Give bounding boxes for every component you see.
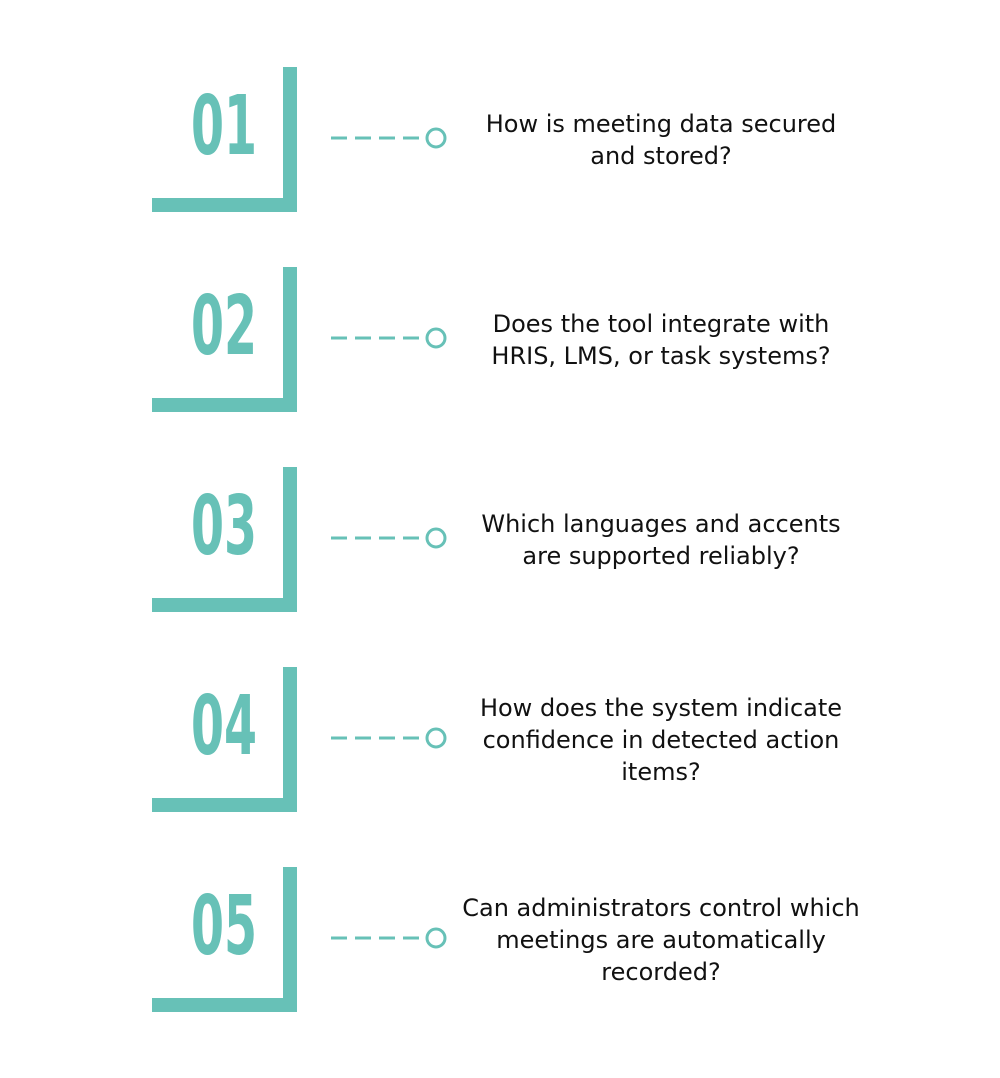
step-2: 02 Does the tool integrate with HRIS, LM… xyxy=(0,267,1000,412)
step-number-text: 04 xyxy=(191,679,257,774)
question-text: How does the system indicate confidence … xyxy=(479,693,843,786)
step-number: 04 xyxy=(191,679,257,774)
question-text: Can administrators control which meeting… xyxy=(462,893,860,986)
question-box: Can administrators control which meeting… xyxy=(461,867,861,1012)
step-number: 01 xyxy=(191,79,257,174)
step-bracket: 04 xyxy=(152,667,297,812)
step-4: 04 How does the system indicate confiden… xyxy=(0,667,1000,812)
step-bracket: 01 xyxy=(152,67,297,212)
bracket-horizontal-bar xyxy=(152,798,297,812)
bracket-vertical-bar xyxy=(283,667,297,812)
dashed-connector xyxy=(331,127,447,149)
step-number-text: 02 xyxy=(191,279,257,374)
bracket-vertical-bar xyxy=(283,67,297,212)
step-number: 02 xyxy=(191,279,257,374)
step-bracket: 02 xyxy=(152,267,297,412)
bracket-horizontal-bar xyxy=(152,198,297,212)
dashed-connector xyxy=(331,727,447,749)
step-bracket: 05 xyxy=(152,867,297,1012)
bracket-vertical-bar xyxy=(283,467,297,612)
question-text: How is meeting data secured and stored? xyxy=(485,109,837,170)
connector-node-icon xyxy=(425,127,447,149)
connector-node-icon xyxy=(425,327,447,349)
bracket-horizontal-bar xyxy=(152,398,297,412)
question-box: Which languages and accents are supporte… xyxy=(461,467,861,612)
question-text: Which languages and accents are supporte… xyxy=(481,509,841,570)
dashed-connector xyxy=(331,927,447,949)
bracket-horizontal-bar xyxy=(152,598,297,612)
bracket-horizontal-bar xyxy=(152,998,297,1012)
connector-node-icon xyxy=(425,527,447,549)
step-number-text: 01 xyxy=(191,79,257,174)
question-text: Does the tool integrate with HRIS, LMS, … xyxy=(491,309,831,370)
step-1: 01 How is meeting data secured and store… xyxy=(0,67,1000,212)
bracket-vertical-bar xyxy=(283,267,297,412)
question-box: How does the system indicate confidence … xyxy=(461,667,861,812)
connector-node-icon xyxy=(425,927,447,949)
step-5: 05 Can administrators control which meet… xyxy=(0,867,1000,1012)
step-bracket: 03 xyxy=(152,467,297,612)
dashed-connector xyxy=(331,327,447,349)
step-number-text: 03 xyxy=(191,479,257,574)
question-box: Does the tool integrate with HRIS, LMS, … xyxy=(461,267,861,412)
step-number: 05 xyxy=(191,879,257,974)
step-3: 03 Which languages and accents are suppo… xyxy=(0,467,1000,612)
question-box: How is meeting data secured and stored? xyxy=(461,67,861,212)
bracket-vertical-bar xyxy=(283,867,297,1012)
dashed-connector xyxy=(331,527,447,549)
step-number: 03 xyxy=(191,479,257,574)
step-number-text: 05 xyxy=(191,879,257,974)
connector-node-icon xyxy=(425,727,447,749)
